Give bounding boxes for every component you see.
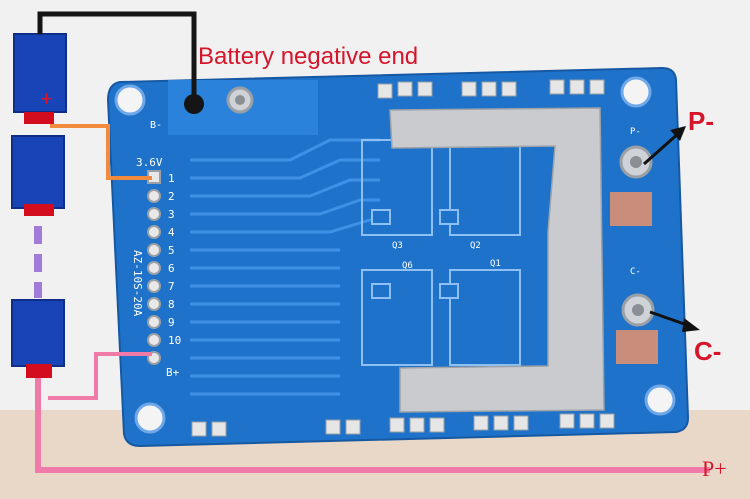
pcb-traces bbox=[190, 138, 380, 396]
arrow-c-minus bbox=[649, 310, 700, 332]
b-minus-connection-dot bbox=[184, 94, 204, 114]
pin-label-10: 10 bbox=[168, 334, 181, 347]
p-minus-output-pad bbox=[610, 145, 653, 226]
pin-label-2: 2 bbox=[168, 190, 175, 203]
pin-label-3: 3 bbox=[168, 208, 175, 221]
top-connector-pads bbox=[377, 79, 605, 99]
mosfet-label-q2: Q2 bbox=[470, 241, 481, 251]
mosfet-label-q6: Q6 bbox=[402, 261, 413, 271]
silk-model: AZ-10S-20A bbox=[131, 250, 144, 317]
battery-cell-2 bbox=[11, 135, 65, 216]
mosfet-label-q3: Q3 bbox=[392, 241, 403, 251]
battery-cell-1 bbox=[13, 33, 67, 124]
pin-number-labels: 1 2 3 4 5 6 7 8 9 10 bbox=[168, 172, 181, 347]
label-p-plus: P+ bbox=[702, 456, 727, 481]
orange-wire-cell-tap bbox=[50, 124, 152, 180]
label-battery-negative-end: Battery negative end bbox=[198, 43, 418, 70]
pin-label-6: 6 bbox=[168, 262, 175, 275]
silk-cell-voltage: 3.6V bbox=[136, 156, 163, 169]
silk-b-plus: B+ bbox=[166, 366, 180, 379]
silk-c-minus: C- bbox=[630, 267, 641, 277]
label-p-minus: P- bbox=[688, 106, 714, 136]
silk-b-minus: B- bbox=[150, 120, 162, 131]
c-minus-output-pad bbox=[616, 293, 658, 364]
omitted-cells-dashes bbox=[34, 226, 42, 298]
black-wire-battery-negative bbox=[37, 11, 197, 100]
bottom-connector-pads bbox=[191, 413, 615, 437]
tinned-busbar bbox=[389, 107, 605, 413]
pin-label-5: 5 bbox=[168, 244, 175, 257]
label-c-minus: C- bbox=[694, 336, 721, 366]
pin-label-8: 8 bbox=[168, 298, 175, 311]
pcb-board bbox=[106, 66, 690, 448]
silk-p-minus: P- bbox=[630, 127, 641, 137]
pin-label-9: 9 bbox=[168, 316, 175, 329]
mosfet-label-q1: Q1 bbox=[490, 259, 501, 269]
cell-plus-sign: + bbox=[40, 86, 53, 111]
pin-label-7: 7 bbox=[168, 280, 175, 293]
battery-cell-10 bbox=[11, 299, 65, 378]
pin-label-1: 1 bbox=[168, 172, 175, 185]
balance-header-pins bbox=[147, 170, 161, 365]
pink-wire-p-plus bbox=[35, 378, 710, 473]
pin-label-4: 4 bbox=[168, 226, 175, 239]
pink-wire-balance bbox=[48, 352, 152, 400]
mounting-holes bbox=[114, 76, 676, 434]
arrow-p-minus bbox=[643, 126, 686, 166]
